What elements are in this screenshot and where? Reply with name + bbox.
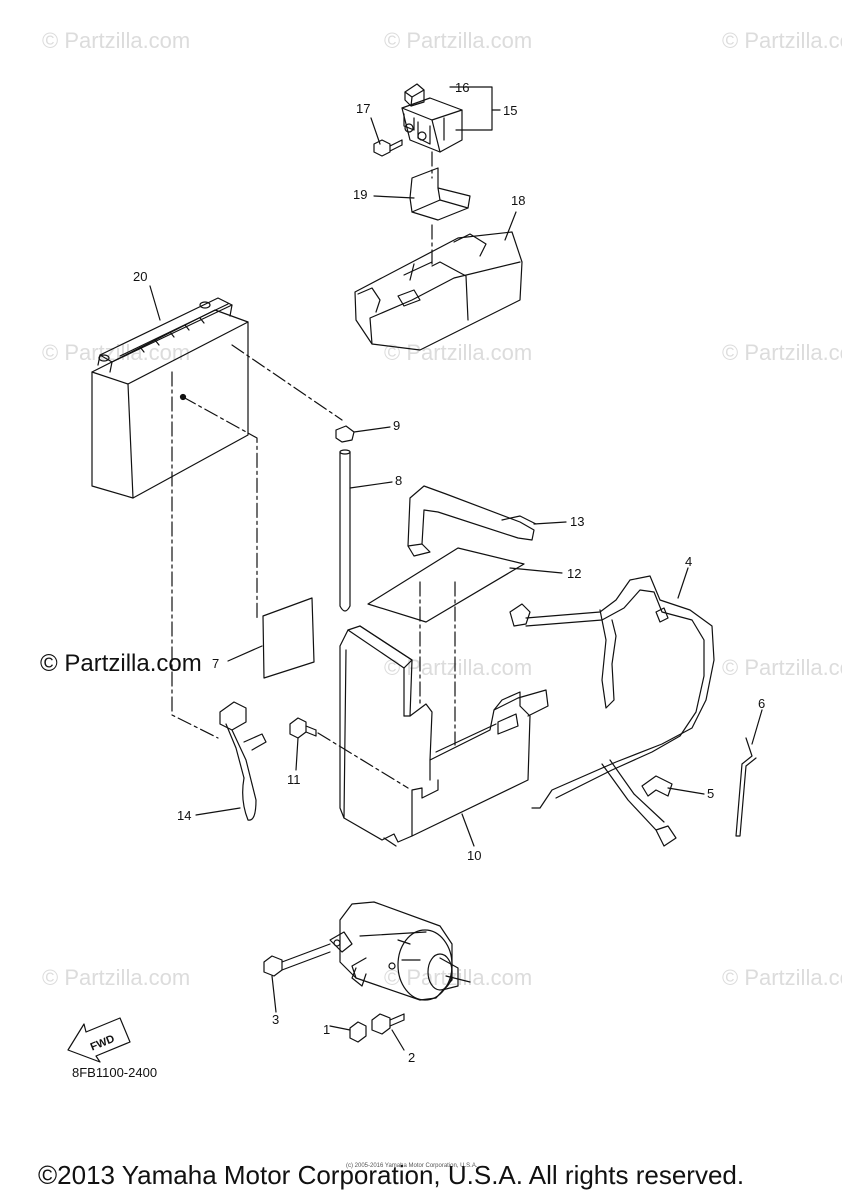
callout-3: 3 [272, 1012, 279, 1027]
relay-bracket [409, 167, 471, 221]
callout-5: 5 [707, 786, 714, 801]
starter-relay [401, 83, 463, 153]
watermark: © Partzilla.com [722, 655, 842, 680]
tiny-copyright: (c) 2005-2016 Yamaha Motor Corporation, … [346, 1163, 478, 1169]
callout-14: 14 [177, 808, 191, 823]
watermark: © Partzilla.com [722, 340, 842, 365]
bolt-17 [373, 139, 403, 157]
cable-band [735, 737, 757, 837]
watermark: © Partzilla.com [384, 28, 533, 53]
assembly-lines [171, 151, 456, 789]
watermark-main: © Partzilla.com [40, 650, 202, 677]
callout-13: 13 [570, 514, 584, 529]
bolt-2 [371, 1013, 405, 1035]
battery-pad [262, 597, 315, 679]
callout-8: 8 [395, 473, 402, 488]
copyright-footer: ©2013 Yamaha Motor Corporation, U.S.A. A… [38, 1160, 745, 1190]
nut [349, 1021, 367, 1043]
callout-10: 10 [467, 848, 481, 863]
callout-15: 15 [503, 103, 517, 118]
watermark: © Partzilla.com [384, 655, 533, 680]
bolt-11 [289, 717, 317, 739]
callout-12: 12 [567, 566, 581, 581]
battery-sheet [367, 547, 525, 623]
battery-box [339, 625, 549, 847]
callout-17: 17 [356, 101, 370, 116]
clamp [641, 775, 673, 797]
watermark: © Partzilla.com [42, 340, 191, 365]
starter-motor [329, 901, 471, 1001]
callout-2: 2 [408, 1050, 415, 1065]
wire-harness [509, 575, 715, 847]
callout-1: 1 [323, 1022, 330, 1037]
breather-hose [335, 425, 355, 612]
diagram-code: 8FB1100-2400 [72, 1065, 158, 1080]
battery [91, 297, 249, 499]
watermark: © Partzilla.com [722, 28, 842, 53]
battery-lead [219, 701, 267, 821]
callout-20: 20 [133, 269, 147, 284]
watermark: © Partzilla.com [384, 340, 533, 365]
callout-19: 19 [353, 187, 367, 202]
leader-lines [149, 86, 763, 1051]
callout-9: 9 [393, 418, 400, 433]
watermark: © Partzilla.com [722, 965, 842, 990]
watermark: © Partzilla.com [42, 965, 191, 990]
callout-6: 6 [758, 696, 765, 711]
fwd-arrow-icon: FWD [67, 1017, 131, 1063]
callout-4: 4 [685, 554, 692, 569]
battery-band [407, 485, 537, 557]
callout-11: 11 [287, 772, 301, 787]
callout-7: 7 [212, 656, 219, 671]
callout-numbers: 1 2 3 4 5 6 7 8 9 10 11 12 13 14 15 16 1… [133, 80, 765, 1065]
callout-16: 16 [455, 80, 469, 95]
bolt-3 [263, 943, 331, 977]
callout-18: 18 [511, 193, 525, 208]
watermark: © Partzilla.com [42, 28, 191, 53]
battery-box-cover [354, 231, 523, 351]
fwd-label: FWD [89, 1033, 117, 1054]
